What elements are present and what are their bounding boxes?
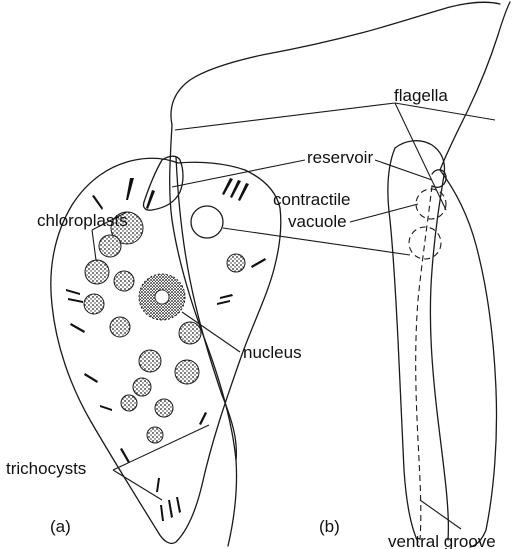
label-chloroplasts: chloroplasts <box>37 211 128 230</box>
contractile-leader-left <box>223 228 410 255</box>
flagella-leader-right2 <box>395 103 495 120</box>
trichocyst <box>230 180 241 198</box>
chloroplast <box>179 322 201 344</box>
flagella-leader-right <box>395 103 446 210</box>
trichocyst <box>160 505 164 521</box>
contractile-leader-right <box>350 204 418 222</box>
chloroplast <box>139 350 161 372</box>
trichocyst <box>251 258 266 268</box>
chloroplast <box>175 360 199 384</box>
label-vacuole: vacuole <box>288 212 347 231</box>
trichocyst <box>66 289 80 295</box>
trichocyst <box>126 178 134 200</box>
ventral-region-left <box>388 148 418 542</box>
label-trichocysts: trichocysts <box>6 459 86 478</box>
trichocyst <box>217 300 230 305</box>
contractile-vacuole-upper <box>416 189 446 219</box>
trichocysts-leader-1 <box>113 470 162 500</box>
chloroplast <box>85 260 109 284</box>
trichocyst <box>100 405 112 411</box>
side-view-body <box>170 2 510 547</box>
side-view-left-edge <box>171 2 500 125</box>
contractile-vacuole-front <box>191 206 223 238</box>
trichocyst <box>92 195 103 210</box>
trichocyst <box>238 183 249 201</box>
chloroplast <box>155 399 173 417</box>
side-view-right-body <box>440 170 497 547</box>
trichocyst <box>220 294 233 299</box>
label-reservoir: reservoir <box>307 148 373 167</box>
label-panel-a: (a) <box>50 517 71 536</box>
trichocyst <box>168 500 173 518</box>
trichocyst <box>176 497 181 513</box>
ventral-groove-leader <box>420 500 461 529</box>
trichocyst <box>222 178 233 195</box>
chloroplast <box>147 427 163 443</box>
chloroplast <box>121 395 137 411</box>
trichocyst <box>199 412 207 425</box>
nucleus <box>139 274 185 320</box>
trichocyst <box>156 478 160 492</box>
label-contractile: contractile <box>273 190 350 209</box>
labels: flagella chloroplasts reservoir contract… <box>6 86 496 549</box>
label-panel-b: (b) <box>319 517 340 536</box>
side-view-upper-stem <box>440 2 510 170</box>
label-nucleus: nucleus <box>243 343 302 362</box>
ventral-region-outline <box>395 141 448 540</box>
trichocyst <box>84 373 98 383</box>
chloroplast <box>99 235 121 257</box>
trichocyst <box>70 323 85 333</box>
chloroplasts-leader-2 <box>92 230 96 260</box>
chloroplast <box>114 271 134 291</box>
chloroplast <box>84 294 104 314</box>
chloroplast <box>227 254 245 272</box>
flagella-leader-left <box>175 103 395 130</box>
label-flagella: flagella <box>394 86 448 105</box>
chloroplast <box>110 317 130 337</box>
trichocyst <box>68 298 83 303</box>
trichocyst <box>120 448 130 463</box>
ventral-groove-line <box>416 186 432 540</box>
label-ventral-groove: ventral groove <box>388 532 496 549</box>
chloroplast <box>133 378 151 396</box>
